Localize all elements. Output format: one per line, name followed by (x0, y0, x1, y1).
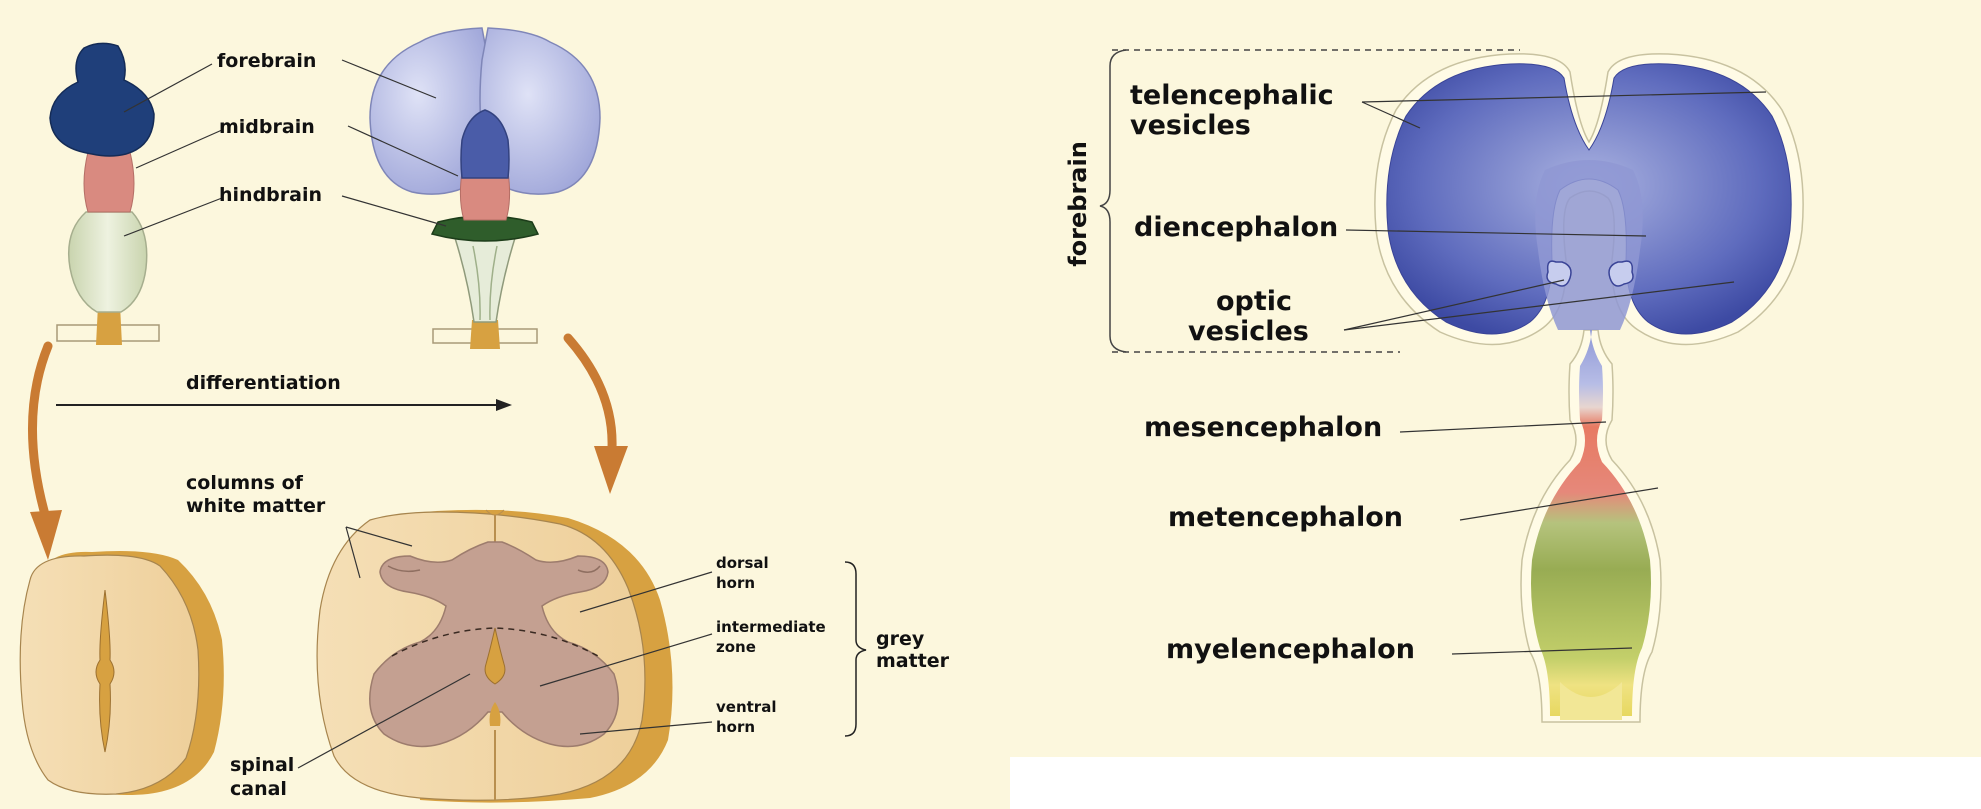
early-spinal-cord-section (20, 551, 224, 795)
optic-vesicle-right (1609, 261, 1633, 286)
forebrain-vertical-label: forebrain (1064, 141, 1092, 267)
optic-vesicle-left (1547, 261, 1571, 286)
brain-midbrain (460, 172, 509, 220)
early-hindbrain (69, 212, 147, 312)
mature-spinal-cord-section (317, 510, 672, 803)
early-midbrain (84, 152, 134, 212)
